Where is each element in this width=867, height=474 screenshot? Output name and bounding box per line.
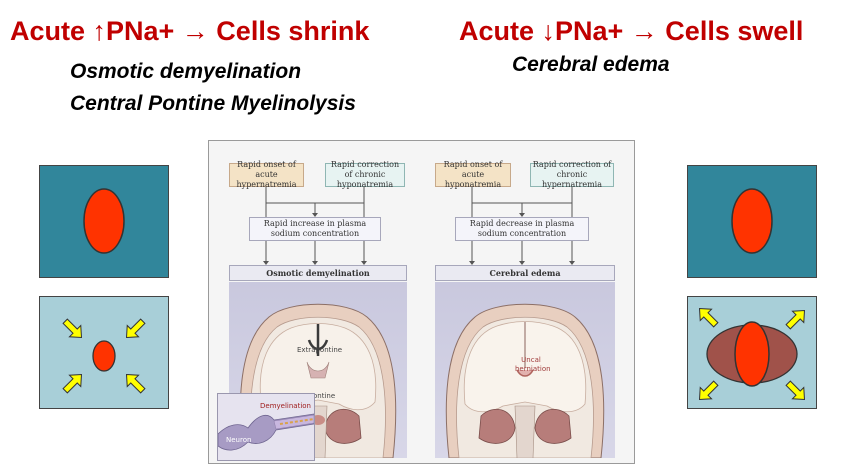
left-title: Acute ↑PNa+ → Cells shrink <box>10 16 370 46</box>
brain-panel-right: Uncal herniation <box>435 282 615 458</box>
brain-coronal-left <box>239 303 397 458</box>
cause-box-acute-hypernatremia: Rapid onset of acute hypernatremia <box>229 160 304 189</box>
change-box-increase: Rapid increase in plasma sodium concentr… <box>249 217 381 241</box>
swollen-cell-diagram <box>698 307 806 401</box>
right-title: Acute ↓PNa+ → Cells swell <box>459 16 804 46</box>
swollen-cell-box <box>687 296 817 409</box>
flow-connectors <box>263 185 575 265</box>
brain-coronal-right <box>445 303 605 458</box>
mechanism-figure: Rapid onset of acute hypernatremia Rapid… <box>208 140 635 464</box>
label-demyelination: Demyelination <box>260 402 311 410</box>
change-box-decrease: Rapid decrease in plasma sodium concentr… <box>455 217 589 241</box>
right-subtitle-edema: Cerebral edema <box>512 53 670 76</box>
neuron-inset: Neuron Demyelination <box>217 393 315 461</box>
brain-panel-left: Extrapontine Pontine <box>229 282 407 458</box>
label-uncal-herniation: Uncal herniation <box>515 356 551 373</box>
normal-cell-right <box>731 188 773 254</box>
outcome-header-edema: Cerebral edema <box>435 265 615 281</box>
left-subtitle-cpm: Central Pontine Myelinolysis <box>70 92 356 115</box>
left-subtitle-osmotic: Osmotic demyelination <box>70 60 302 83</box>
cause-box-acute-hyponatremia: Rapid onset of acute hyponatremia <box>435 160 511 189</box>
label-extrapontine: Extrapontine <box>297 346 343 354</box>
label-pontine: Pontine <box>309 392 336 400</box>
neuron-illustration <box>218 413 314 451</box>
normal-cell-box-right <box>687 165 817 278</box>
normal-cell-box-left <box>39 165 169 278</box>
shrunken-cell-box <box>39 296 169 409</box>
cause-box-correction-hypernatremia: Rapid correction of chronic hypernatremi… <box>530 160 614 189</box>
label-neuron: Neuron <box>226 436 252 444</box>
shrunken-cell-diagram <box>62 318 146 394</box>
cause-box-correction-hyponatremia: Rapid correction of chronic hyponatremia <box>325 160 405 189</box>
outcome-header-osmotic: Osmotic demyelination <box>229 265 407 281</box>
normal-cell-left <box>83 188 125 254</box>
